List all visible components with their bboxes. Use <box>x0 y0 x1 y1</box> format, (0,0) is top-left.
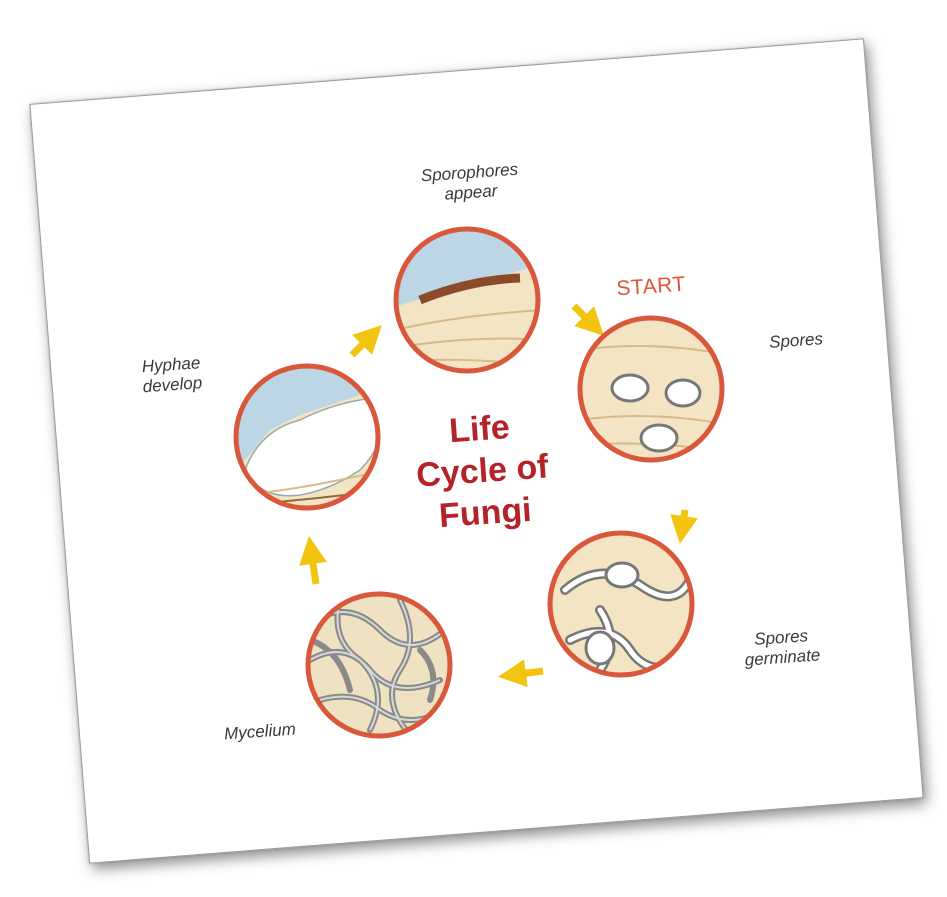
stage-mycelium-circle <box>300 590 460 750</box>
label-spores: Spores <box>769 329 825 352</box>
stage-germinate-circle <box>545 530 705 690</box>
arrow-spores-to-germinate <box>682 510 685 530</box>
arrow-mycelium-to-hyphae <box>311 550 316 584</box>
label-germinate-line1: Spores <box>754 626 810 649</box>
label-sporophores-line2: appear <box>444 181 499 204</box>
start-label: START <box>616 273 687 301</box>
arrow-hyphae-to-sporophores <box>352 335 372 355</box>
stage-spores-circle <box>575 315 735 475</box>
stage-hyphae-circle <box>230 360 390 520</box>
arrow-germinate-to-mycelium <box>512 671 543 675</box>
stage-sporophores-circle <box>390 225 550 385</box>
center-title: Life Cycle of Fungi <box>412 406 553 537</box>
label-hyphae-line1: Hyphae <box>141 353 201 376</box>
label-mycelium: Mycelium <box>223 720 296 744</box>
center-title-line2: Cycle of <box>415 447 550 494</box>
label-germinate-line2: germinate <box>744 645 821 669</box>
center-title-line3: Fungi <box>438 491 533 535</box>
center-title-line1: Life <box>448 408 511 450</box>
arrow-sporophores-to-spores <box>574 306 594 326</box>
label-sporophores-line1: Sporophores <box>420 160 519 186</box>
label-hyphae-line2: develop <box>142 373 203 396</box>
